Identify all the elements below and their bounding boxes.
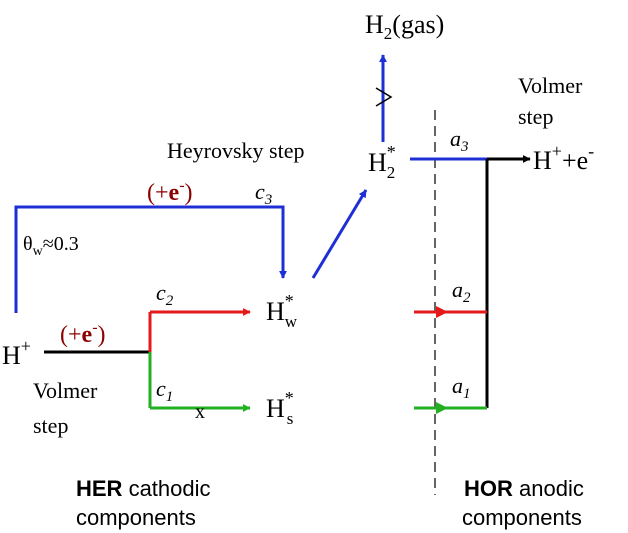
h-plus-label: H+: [2, 336, 31, 370]
c3-label: c3: [255, 179, 272, 208]
c1-label: c1: [156, 376, 173, 405]
electron-lower-label: (+e-): [60, 319, 106, 348]
a1-arrowhead: [436, 402, 448, 414]
heyrovsky-diagonal-arrow: [311, 189, 368, 279]
x-mark: x: [195, 401, 205, 423]
c2-label: c2: [156, 280, 174, 309]
hor-product-label: H++e-: [533, 141, 594, 175]
a2-arrowhead: [436, 306, 448, 318]
volmer-right-line1: Volmer: [518, 73, 583, 98]
hw-star-label: H*w: [266, 291, 298, 331]
h2-star-label: H*2: [368, 142, 396, 182]
hor-caption-line1: HOR anodic: [464, 476, 584, 501]
heyrovsky-step-label: Heyrovsky step: [167, 138, 304, 163]
volmer-right-line2: step: [518, 104, 553, 129]
a1-label: a1: [452, 373, 471, 402]
a3-label: a3: [450, 126, 469, 155]
her-caption-line2: components: [76, 505, 196, 530]
hs-star-label: H*s: [266, 388, 294, 428]
volmer-left-line1: Volmer: [33, 378, 98, 403]
a2-label: a2: [452, 277, 471, 306]
hor-caption-line2: components: [462, 505, 582, 530]
theta-coverage-label: θw≈0.3: [23, 233, 79, 259]
arrow-glyph: [375, 87, 393, 107]
her-caption-line1: HER cathodic: [76, 476, 211, 501]
volmer-left-line2: step: [33, 413, 68, 438]
c3-path-arrow: [14, 205, 287, 313]
electron-upper-label: (+e-): [147, 177, 193, 206]
h2-gas-label: H2(gas): [365, 10, 444, 43]
